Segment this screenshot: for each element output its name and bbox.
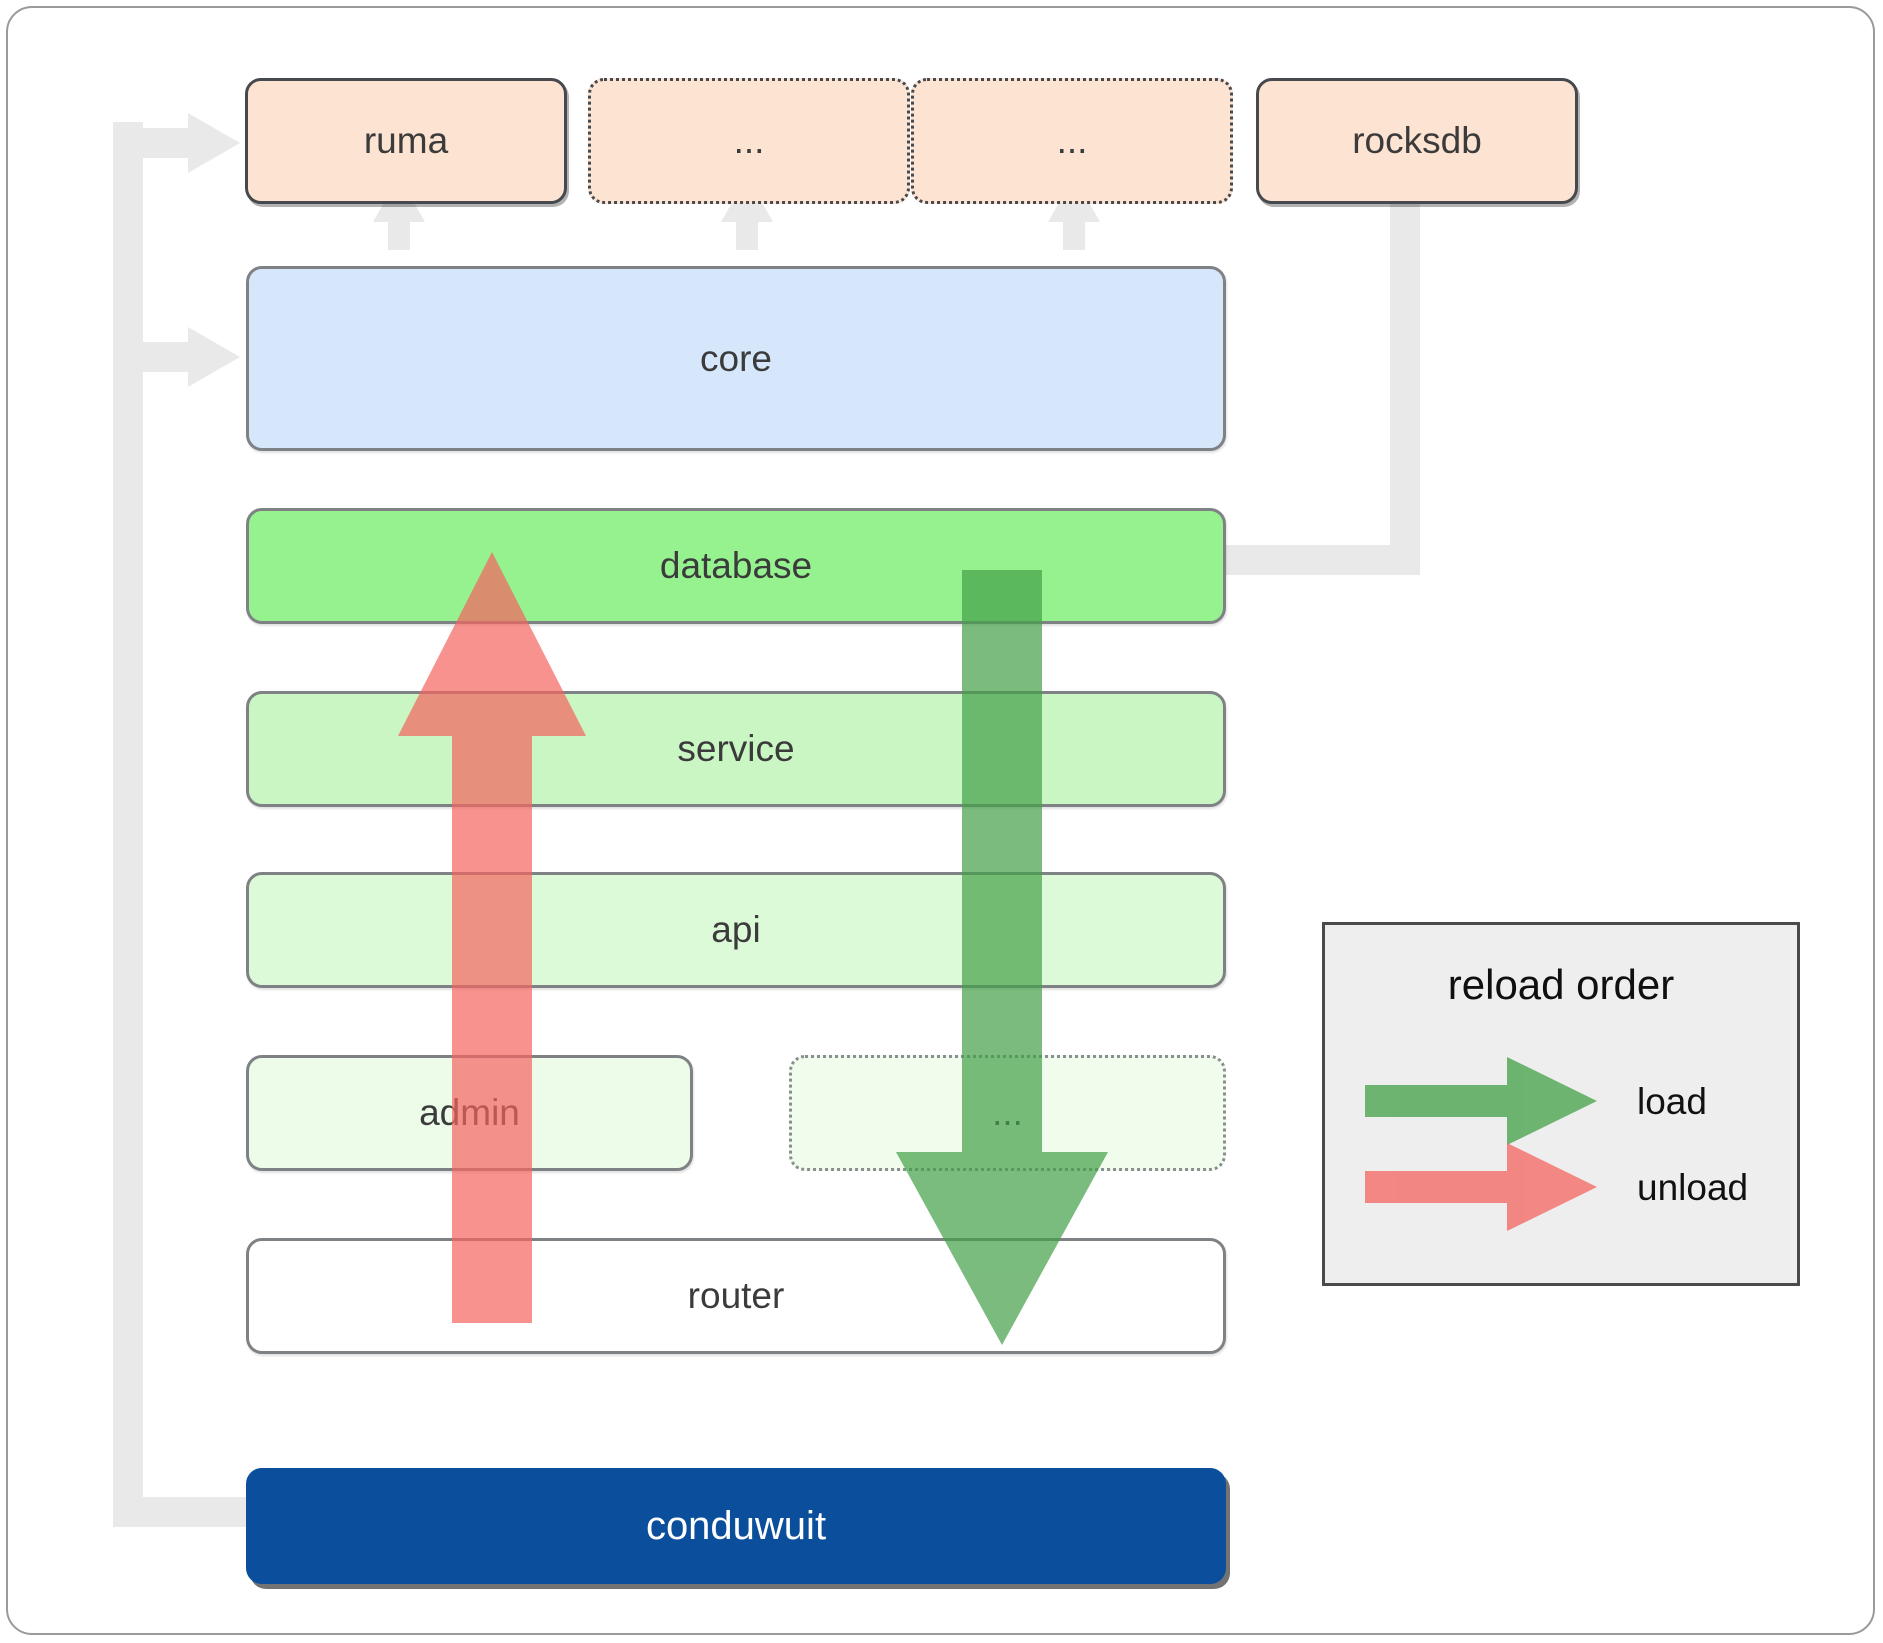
layer-box-dots-3[interactable]: ... [789,1055,1226,1171]
legend-unload-arrow-icon [1365,1143,1597,1231]
dependency-box-dots-2[interactable]: ... [911,78,1233,204]
dependency-label-rocksdb: rocksdb [1352,120,1482,161]
layer-box-database[interactable]: database [246,508,1226,624]
legend-panel: reload order load unload [1322,922,1800,1286]
layer-label-api: api [711,909,761,950]
dependency-label-dots-2: ... [1056,120,1088,161]
dependency-label-ruma: ruma [363,120,449,161]
layer-label-core: core [700,337,772,379]
layer-label-service: service [677,728,795,769]
dependency-box-ruma[interactable]: ruma [245,78,567,204]
layer-label-database: database [659,545,813,586]
diagram-frame [6,6,1875,1635]
layer-label-router: router [687,1275,785,1316]
layer-box-admin[interactable]: admin [246,1055,693,1171]
layer-box-core[interactable]: core [246,266,1226,451]
legend-load-label: load [1637,1081,1707,1122]
layer-box-api[interactable]: api [246,872,1226,988]
layer-box-service[interactable]: service [246,691,1226,807]
layer-label-dots-3: ... [992,1092,1023,1133]
layer-box-router[interactable]: router [246,1238,1226,1354]
application-label-conduwuit: conduwuit [645,1503,827,1548]
layer-label-admin: admin [419,1092,520,1133]
dependency-box-rocksdb[interactable]: rocksdb [1256,78,1578,204]
dependency-box-dots-1[interactable]: ... [588,78,910,204]
legend-load-arrow-icon [1365,1057,1597,1145]
legend-unload-label: unload [1637,1167,1749,1208]
application-box-conduwuit[interactable]: conduwuit [246,1468,1226,1584]
legend-title: reload order [1447,961,1675,1008]
dependency-label-dots-1: ... [733,120,765,161]
